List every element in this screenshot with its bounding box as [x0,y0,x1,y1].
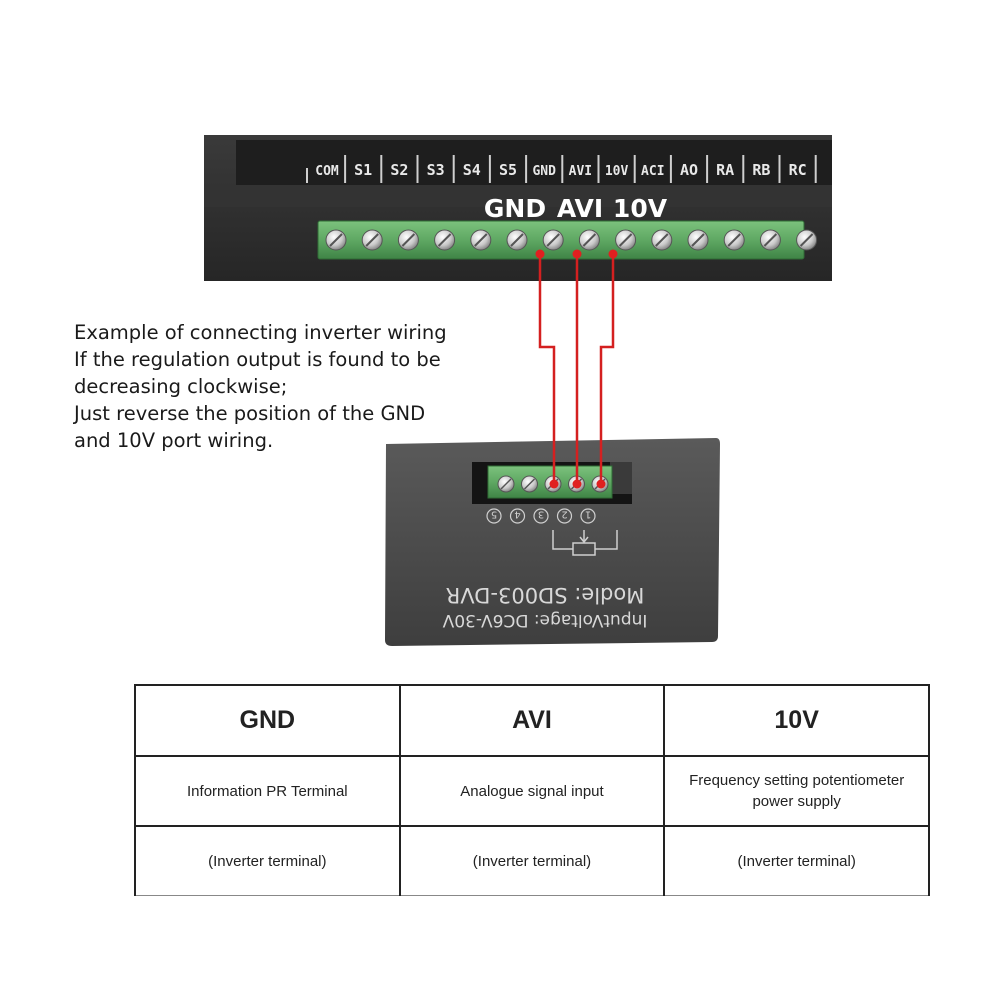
terminal-label-aci: ACI [641,164,664,179]
dot-avi-top [572,249,582,259]
terminal-screw-icon [759,229,781,251]
note-10v: (Inverter terminal) [663,825,930,896]
table-row: (Inverter terminal) (Inverter terminal) … [134,825,930,896]
header-gnd: GND [134,684,401,757]
connection-wires [538,254,615,484]
note-line: and 10V port wiring. [74,429,274,452]
module-screw-icon [521,475,538,493]
terminal-screw-icon [687,229,709,251]
terminal-screw-icon [723,229,745,251]
potentiometer-module: 5 4 3 2 1 InputVoltage: DC6V-30V Modle: SD00… [385,438,720,646]
pin-number-2: 2 [556,508,573,524]
module-model-text: Modle: SD003-DVR [446,583,645,607]
module-printed-text: InputVoltage: DC6V-30V Modle: SD003-DVR [442,583,647,630]
note-avi: (Inverter terminal) [398,825,666,896]
terminal-screw-icon [578,229,600,251]
terminal-label-row: COM S1 S2 S3 S4 S5 GND AVI 10V ACI AO RA RB RC [315,155,817,183]
terminal-label-gnd: GND [532,164,556,179]
table-row: Information PR Terminal Analogue signal … [134,755,930,827]
housing-recess [204,185,832,207]
terminal-screw-icon [651,229,673,251]
note-line: decreasing clockwise; [74,375,288,398]
svg-text:3: 3 [538,509,544,520]
terminal-screw-icon [325,229,347,251]
pin-number-1: 1 [580,508,596,524]
terminal-label-ra: RA [716,161,734,179]
module-pin-numbers: 5 4 3 2 1 [486,508,596,524]
wiring-note: Example of connecting inverter wiring If… [74,319,494,454]
terminal-label-s5: S5 [499,161,517,179]
dot-gnd-bottom [549,479,559,489]
terminal-label-s4: S4 [463,161,481,179]
desc-10v: Frequency setting potentiometer power su… [663,755,930,827]
terminal-label-ao: AO [680,161,698,179]
terminal-info-table: GND AVI 10V Information PR Terminal Anal… [134,684,930,896]
wire-gnd [538,254,556,484]
wire-contact-dots [535,249,618,489]
svg-text:4: 4 [514,509,520,520]
callout-gnd: GND [484,194,546,223]
header-avi: AVI [398,684,666,757]
table-header-row: GND AVI 10V [134,684,930,757]
svg-text:5: 5 [491,509,497,520]
terminal-label-avi: AVI [569,164,592,179]
terminal-screw-icon [796,229,818,251]
callout-avi: AVI [557,194,603,223]
terminal-label-s1: S1 [354,161,372,179]
callout-10v: 10V [613,194,668,223]
terminal-label-s2: S2 [390,161,408,179]
note-gnd: (Inverter terminal) [134,825,401,896]
terminal-screw-icon [506,229,528,251]
desc-avi: Analogue signal input [398,755,666,827]
terminal-screw-row [325,229,818,251]
module-voltage-text: InputVoltage: DC6V-30V [442,610,647,630]
terminal-screw-icon [542,229,564,251]
dot-10v-top [608,249,618,259]
header-10v: 10V [663,684,930,757]
svg-text:1: 1 [585,509,591,520]
terminal-label-rc: RC [789,161,807,179]
terminal-screw-icon [615,229,637,251]
label-strip [236,140,832,190]
note-line: Example of connecting inverter wiring [74,321,447,344]
pin-number-5: 5 [486,508,502,524]
potentiometer-symbol-icon [552,530,618,556]
wire-10v [599,254,615,484]
desc-gnd: Information PR Terminal [134,755,401,827]
terminal-label-10v: 10V [605,164,629,179]
terminal-label-s3: S3 [427,161,445,179]
terminal-screw-icon [397,229,419,251]
terminal-label-com: COM [315,164,339,179]
terminal-screw-icon [434,229,456,251]
dot-avi-bottom [572,479,582,489]
dot-10v-bottom [596,479,606,489]
module-screw-icon [497,475,515,493]
svg-text:2: 2 [561,509,567,520]
pin-number-4: 4 [509,508,526,524]
terminal-label-rb: RB [752,161,770,179]
terminal-screw-icon [361,229,383,251]
note-line: If the regulation output is found to be [74,348,441,371]
dot-gnd-top [535,249,545,259]
pin-number-3: 3 [533,508,549,524]
note-line: Just reverse the position of the GND [74,402,426,425]
terminal-screw-icon [470,229,492,251]
